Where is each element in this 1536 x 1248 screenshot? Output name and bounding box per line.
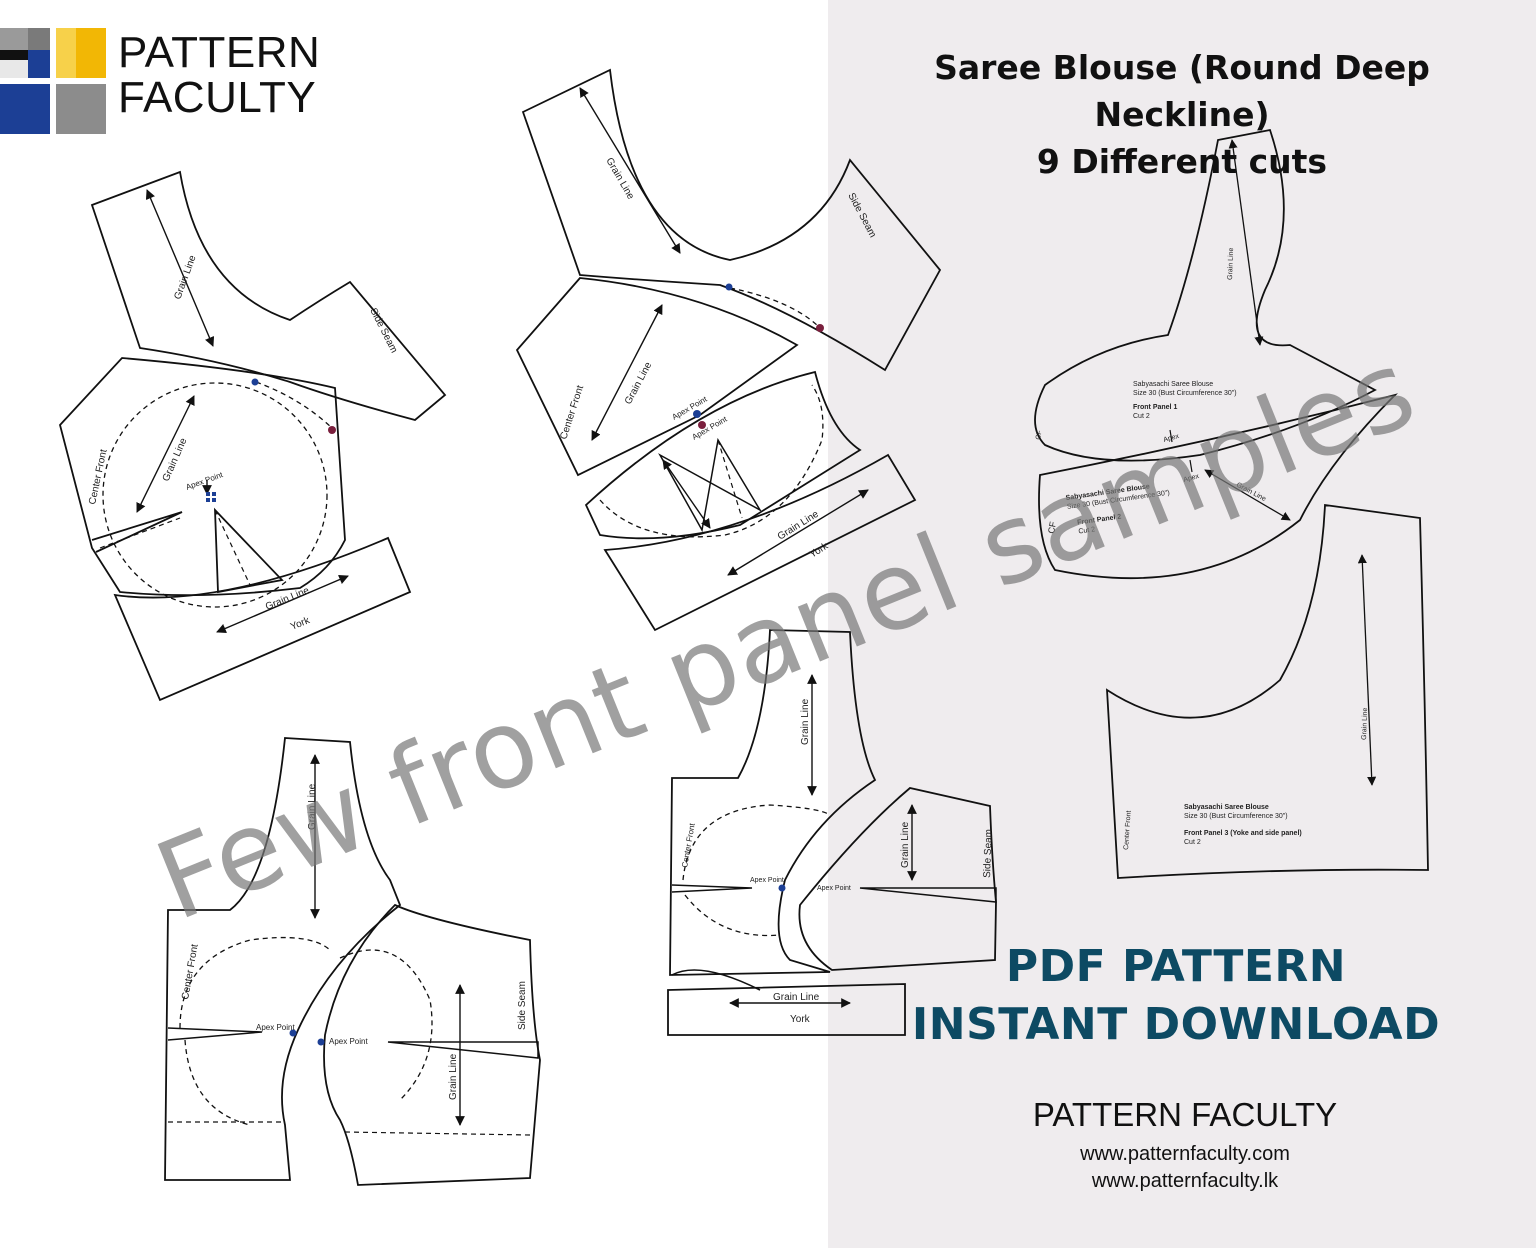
panel-3-size: Size 30 (Bust Circumference 30") (1184, 813, 1288, 820)
grain-line-label: Grain Line (1227, 247, 1235, 280)
footer-url-lk[interactable]: www.patternfaculty.lk (1091, 1170, 1279, 1192)
p4-dart (167, 1027, 263, 1041)
footer-brand: PATTERN FACULTY (1032, 1096, 1338, 1133)
apex-point-label: Apex Point (329, 1037, 368, 1046)
p5-yoke-piece (669, 629, 877, 976)
p1-bust-circle (102, 382, 328, 608)
apex-point-label: Apex Point (185, 470, 225, 492)
cta-text: PDF PATTERN INSTANT DOWNLOAD (900, 938, 1452, 1054)
p5-dart-2 (859, 887, 997, 903)
panel-3-name: Front Panel 3 (Yoke and side panel) (1184, 830, 1302, 837)
p1-front-piece (59, 357, 346, 597)
center-front-label: Center Front (558, 384, 586, 441)
york-label: York (790, 1014, 811, 1025)
brand-line-2: FACULTY (118, 73, 317, 122)
apex-dot (289, 1029, 297, 1037)
p2-front-piece (515, 277, 799, 477)
side-seam-label: Side Seam (982, 829, 995, 878)
grain-line-label: Grain Line (161, 436, 190, 483)
p3-panel2-piece (1038, 393, 1398, 580)
right-background-pane (828, 0, 1536, 1248)
panel-3-product: Sabyasachi Saree Blouse (1184, 804, 1269, 811)
p3-panel1-piece (1034, 128, 1377, 462)
apex-point-label: Apex Point (256, 1023, 295, 1032)
apex-point-label: Apex Point (750, 877, 784, 884)
apex-dot (816, 324, 824, 332)
center-front-label: Center Front (87, 448, 109, 505)
p5-york-piece (667, 983, 906, 1036)
p2-lower-piece (584, 370, 862, 540)
center-front-label: Center Front (680, 822, 697, 869)
grain-line-label: Grain Line (773, 992, 820, 1003)
side-seam-label: Side Seam (845, 191, 878, 239)
grain-line-label: Grain Line (800, 698, 811, 745)
center-front-label: Center Front (1123, 810, 1133, 850)
logo-mark (0, 28, 106, 134)
apex-label: Apex (1163, 433, 1181, 444)
apex-dot (778, 884, 786, 892)
cf-label: CF (1046, 520, 1058, 534)
apex-dot (725, 283, 733, 291)
apex-dot (693, 410, 701, 418)
panel-1-name: Front Panel 1 (1133, 404, 1177, 411)
grain-line-label: Grain Line (448, 1053, 459, 1100)
apex-dot (698, 421, 706, 429)
center-front-label: Center Front (180, 943, 201, 1000)
panel-1-size: Size 30 (Bust Circumference 30") (1133, 390, 1237, 397)
p1-yoke-piece (90, 170, 447, 421)
brand-line-1: PATTERN (118, 28, 321, 77)
p4-front-piece (164, 737, 402, 1181)
grain-line-label: Grain Line (776, 509, 821, 543)
p4-dart-2 (387, 1041, 539, 1059)
grain-line-label: Grain Line (900, 821, 911, 868)
apex-dot (251, 378, 259, 386)
brand-name: PATTERN FACULTY (118, 30, 320, 120)
apex-dot (317, 1038, 325, 1046)
footer-url-com[interactable]: www.patternfaculty.com (1080, 1143, 1290, 1165)
p3-panel3-piece (1105, 503, 1429, 879)
p2-dart (658, 437, 763, 533)
p5-side-piece (798, 787, 997, 971)
title-line-1: Saree Blouse (Round Deep Neckline) (934, 48, 1430, 134)
p4-side-piece (323, 903, 541, 1186)
grain-line-label: Grain Line (307, 783, 318, 830)
york-label: York (289, 615, 312, 633)
apex-label: Apex (1183, 473, 1201, 484)
apex-point-label: Apex Point (817, 885, 851, 892)
panel-2-cut: Cut 2 (1078, 526, 1096, 535)
cta-line-2: INSTANT DOWNLOAD (911, 999, 1441, 1050)
panel-1-cut: Cut 2 (1133, 413, 1150, 420)
panel-3-cut: Cut 2 (1184, 839, 1201, 846)
panel-1-product: Sabyasachi Saree Blouse (1133, 381, 1213, 388)
grain-line-label: Grain Line (1361, 707, 1369, 740)
apex-point-label: Apex Point (691, 414, 730, 442)
apex-dot (328, 426, 336, 434)
cf-label: CF (1035, 430, 1044, 440)
p5-dart (671, 884, 753, 893)
cta-line-1: PDF PATTERN (1005, 941, 1347, 992)
p2-yoke-piece (521, 68, 942, 372)
grain-line-label: Grain Line (623, 360, 655, 406)
side-seam-label: Side Seam (367, 306, 399, 355)
side-seam-label: Side Seam (517, 981, 528, 1030)
p1-york-piece (113, 536, 412, 702)
